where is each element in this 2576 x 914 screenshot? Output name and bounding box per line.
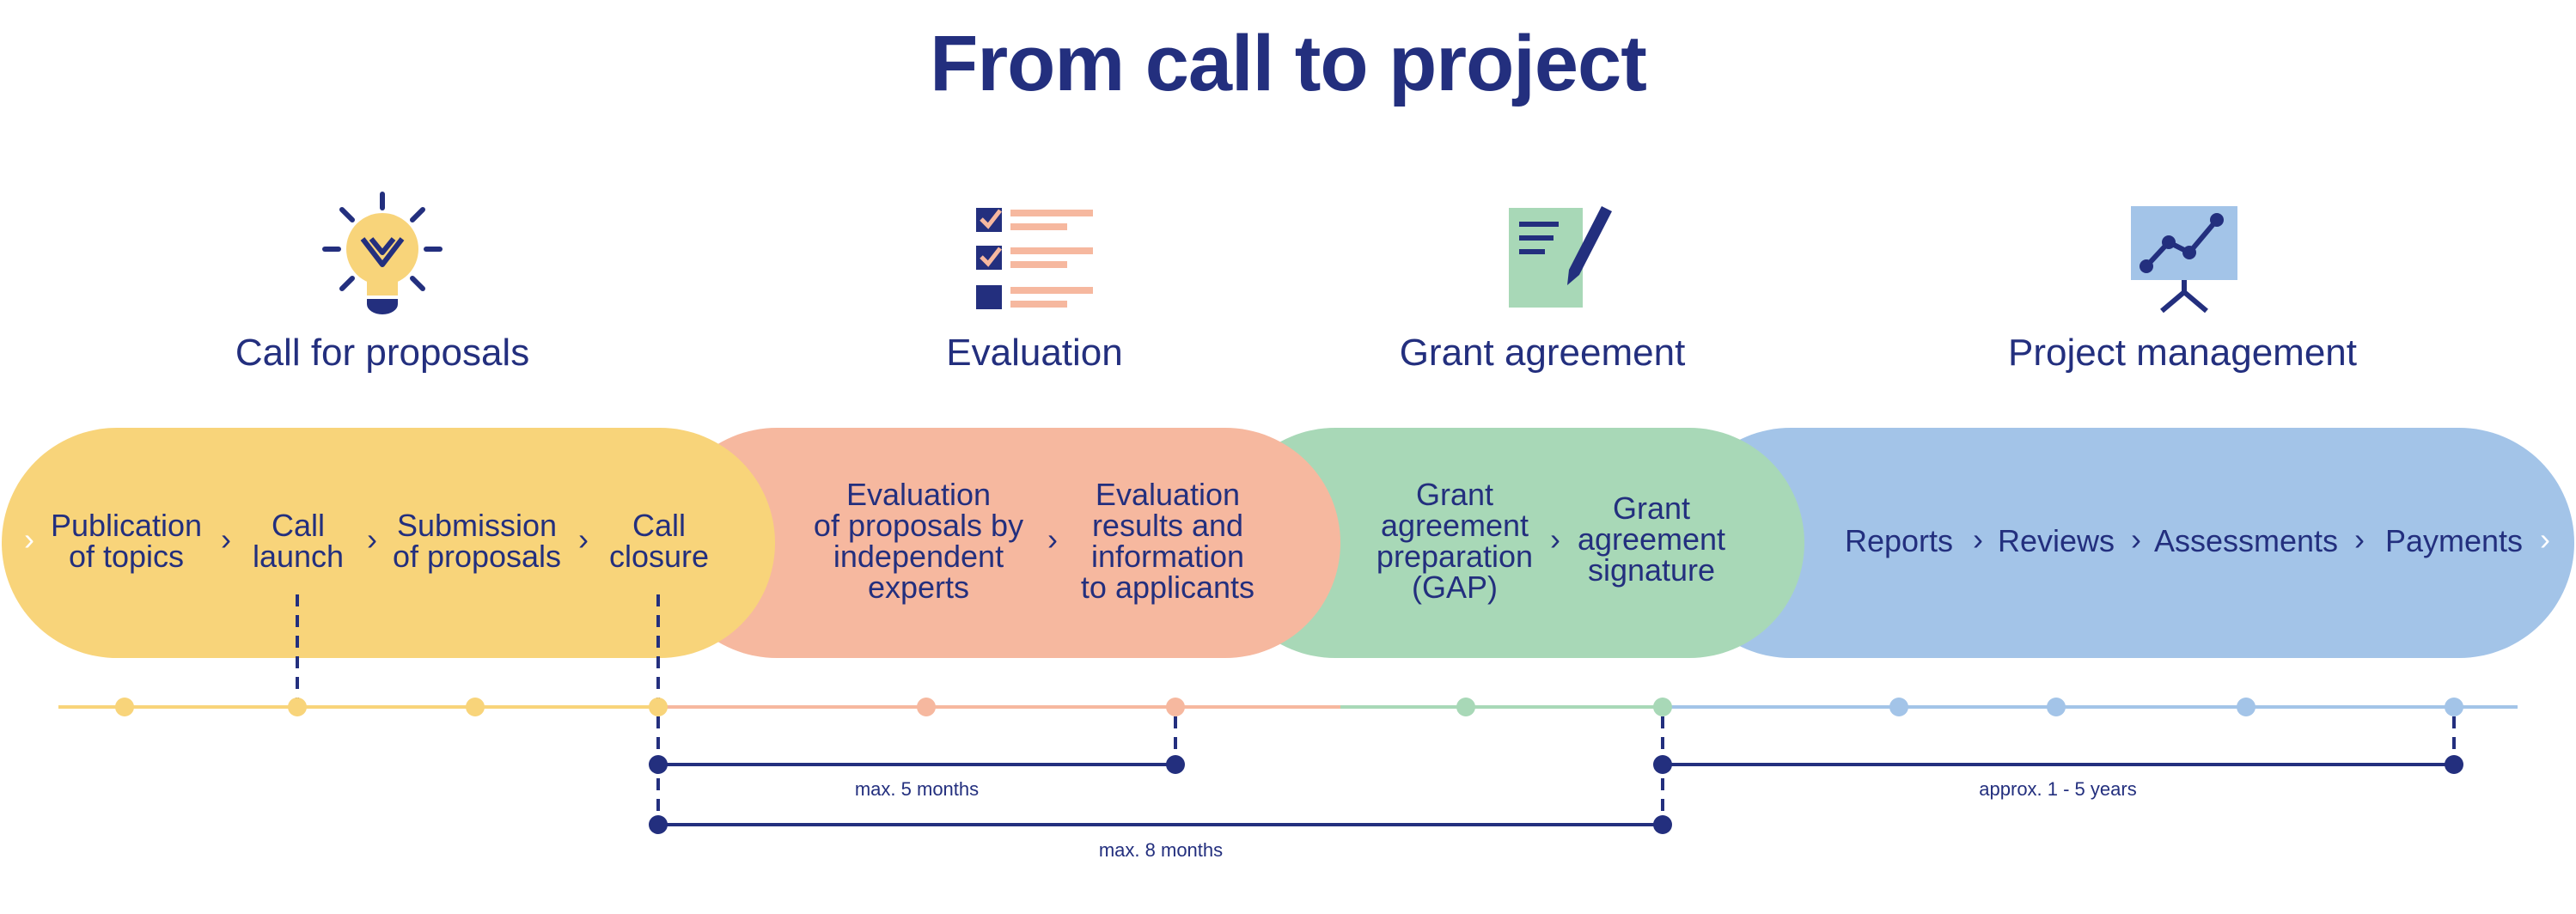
step-call-closure: Call closure [608,508,710,574]
step-grant-agreement-signature: Grant agreement signature [1577,491,1726,588]
timeline-dot [2237,698,2256,716]
phase-evaluation-label: Evaluation [946,332,1123,374]
step-reports: Reports [1844,523,1954,558]
step-call-launch: Call launch [252,508,345,574]
duration-years-label: approx. 1 - 5 years [1979,778,2137,800]
chevron-right-icon: › [2540,521,2550,557]
chevron-right-icon: › [221,521,231,557]
timeline-dot [917,698,936,716]
lightbulb-icon [322,192,443,314]
chevron-right-icon: › [2131,521,2141,557]
step-evaluation-results: Evaluation results and information to ap… [1080,477,1255,605]
step-reviews: Reviews [1997,523,2115,558]
step-evaluation-by-experts: Evaluation of proposals by independent e… [813,477,1024,605]
step-publication-of-topics: Publication of topics [50,508,203,574]
phase-grant-agreement-label: Grant agreement [1399,332,1686,374]
chevron-right-icon: › [1047,521,1058,557]
band-grant-agreement [1220,428,1804,658]
page-title: From call to project [930,20,1647,107]
duration-8-months-label: max. 8 months [1098,839,1224,861]
timeline-dot [288,698,307,716]
chevron-right-icon: › [578,521,589,557]
timeline-dot [1889,698,1908,716]
band-evaluation [662,428,1340,658]
step-assessments: Assessments [2153,523,2339,558]
duration-5-months-label: max. 5 months [854,778,980,800]
checklist-icon [976,208,1093,309]
step-payments: Payments [2384,523,2524,558]
document-pen-icon [1509,206,1612,308]
chevron-right-icon: › [1973,521,1983,557]
band-project-management [1676,428,2574,658]
timeline-dot [466,698,485,716]
band-call-for-proposals [2,428,775,658]
timeline-dot [2047,698,2066,716]
step-grant-agreement-preparation: Grant agreement preparation (GAP) [1376,477,1534,605]
step-submission-of-proposals: Submission of proposals [392,508,562,574]
chevron-right-icon: › [2354,521,2365,557]
chevron-right-icon: › [367,521,377,557]
phase-call-for-proposals-label: Call for proposals [235,332,530,374]
timeline-dot [1456,698,1475,716]
timeline-dot [1166,698,1185,716]
timeline-dot [649,698,668,716]
timeline-dot [1653,698,1672,716]
presentation-chart-icon [2131,206,2237,314]
timeline-dot [115,698,134,716]
chevron-right-icon: › [24,521,34,557]
timeline-dot [2445,698,2463,716]
phase-project-management-label: Project management [2008,332,2357,374]
chevron-right-icon: › [1550,521,1560,557]
